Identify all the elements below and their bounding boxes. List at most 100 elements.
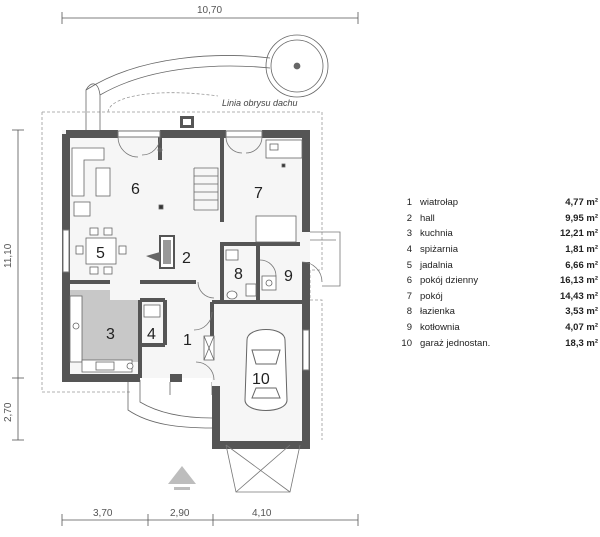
legend-room-number: 3 xyxy=(406,228,412,240)
dim-left-bottom: 2,70 xyxy=(3,402,14,422)
legend-room-area: 4,07 m² xyxy=(536,322,598,333)
room-number-5: 5 xyxy=(96,245,105,262)
legend-room-area: 3,53 m² xyxy=(536,306,598,317)
legend-area-unit: m² xyxy=(583,306,598,318)
legend-row: 10 garaż jednostan. 18,3 m² xyxy=(400,335,598,351)
legend-row: 7 pokój 14,43 m² xyxy=(400,289,598,305)
legend-room-number: 5 xyxy=(406,259,412,271)
legend-row: 1 wiatrołap 4,77 m² xyxy=(400,195,598,211)
legend-room-name: pokój dzienny xyxy=(420,275,479,287)
legend-area-unit: m² xyxy=(583,290,598,302)
legend-area-unit: m² xyxy=(583,337,598,349)
fireplace xyxy=(146,235,175,269)
legend-row: 9 kotłownia 4,07 m² xyxy=(400,320,598,336)
room-number-1: 1 xyxy=(183,332,192,349)
legend-room-area: 12,21 m² xyxy=(536,228,598,239)
boiler xyxy=(261,275,277,291)
legend-room-area: 4,77 m² xyxy=(536,197,598,208)
legend-room-area: 14,43 m² xyxy=(536,291,598,302)
legend-room-number: 2 xyxy=(406,212,412,224)
dining-set xyxy=(75,227,127,275)
dim-bottom-2: 2,90 xyxy=(170,508,190,519)
legend-room-number: 6 xyxy=(406,275,412,287)
legend-area-value: 4,07 xyxy=(565,322,584,334)
legend-row: 5 jadalnia 6,66 m² xyxy=(400,257,598,273)
legend-area-unit: m² xyxy=(583,322,598,334)
legend-row: 3 kuchnia 12,21 m² xyxy=(400,226,598,242)
dim-bottom-1: 3,70 xyxy=(93,508,113,519)
room-legend: 1 wiatrołap 4,77 m² 2 hall 9,95 m² 3 kuchnia 12,… xyxy=(400,195,598,351)
legend-area-value: 1,81 xyxy=(565,244,584,256)
interior-walls xyxy=(66,134,306,378)
legend-area-value: 16,13 xyxy=(559,275,584,287)
terrace-top xyxy=(85,34,329,130)
legend-row: 6 pokój dzienny 16,13 m² xyxy=(400,273,598,289)
legend-room-name: łazienka xyxy=(420,306,455,318)
windows xyxy=(62,130,310,371)
door-swings xyxy=(117,136,323,381)
legend-area-value: 3,53 xyxy=(565,306,584,318)
legend-area-unit: m² xyxy=(583,244,598,256)
legend-room-area: 1,81 m² xyxy=(536,244,598,255)
car-icon xyxy=(244,329,288,411)
bottom-dimension xyxy=(61,514,359,526)
legend-area-unit: m² xyxy=(583,212,598,224)
legend-area-unit: m² xyxy=(583,259,598,271)
legend-room-name: spiżarnia xyxy=(420,244,459,256)
legend-room-number: 1 xyxy=(406,197,412,209)
legend-row: 2 hall 9,95 m² xyxy=(400,211,598,227)
left-dimension xyxy=(12,129,24,441)
legend-area-value: 12,21 xyxy=(559,228,584,240)
side-porch xyxy=(310,231,341,287)
legend-room-name: kotłownia xyxy=(420,322,460,334)
room-number-9: 9 xyxy=(284,268,293,285)
legend-room-number: 4 xyxy=(406,244,412,256)
legend-area-unit: m² xyxy=(583,197,598,209)
room-number-2: 2 xyxy=(182,250,191,267)
legend-area-value: 14,43 xyxy=(559,290,584,302)
chimney xyxy=(180,116,194,128)
legend-row: 4 spiżarnia 1,81 m² xyxy=(400,242,598,258)
legend-room-name: jadalnia xyxy=(420,259,453,271)
legend-room-number: 7 xyxy=(406,290,412,302)
legend-room-name: garaż jednostan. xyxy=(420,337,491,349)
room-numbers: 1 2 3 4 5 6 7 8 9 10 xyxy=(96,181,293,388)
garage-driveway xyxy=(225,444,301,493)
legend-area-value: 9,95 xyxy=(565,212,584,224)
pantry-details xyxy=(143,304,215,361)
legend-room-area: 9,95 m² xyxy=(536,213,598,224)
legend-room-number: 8 xyxy=(406,306,412,318)
legend-area-value: 4,77 xyxy=(565,197,584,209)
dim-bottom-3: 4,10 xyxy=(252,508,272,519)
legend-room-name: hall xyxy=(420,212,435,224)
legend-area-value: 6,66 xyxy=(565,259,584,271)
room-number-6: 6 xyxy=(131,181,140,198)
legend-room-area: 16,13 m² xyxy=(536,275,598,286)
sofa xyxy=(71,147,164,217)
dim-left-height: 11,10 xyxy=(3,243,14,268)
stairs xyxy=(193,167,219,211)
legend-room-number: 10 xyxy=(401,337,412,349)
room-number-3: 3 xyxy=(106,326,115,343)
entrance-marker xyxy=(168,466,196,490)
room-number-8: 8 xyxy=(234,266,243,283)
legend-area-value: 18,3 xyxy=(565,337,584,349)
legend-room-name: pokój xyxy=(420,290,443,302)
legend-room-area: 6,66 m² xyxy=(536,260,598,271)
legend-area-unit: m² xyxy=(583,275,598,287)
kitchen-counters xyxy=(69,295,134,373)
legend-row: 8 łazienka 3,53 m² xyxy=(400,304,598,320)
roof-outline-label: Linia obrysu dachu xyxy=(222,98,298,108)
room7-furniture xyxy=(255,139,303,243)
terrace-bottom xyxy=(127,380,213,429)
room-number-7: 7 xyxy=(254,185,263,202)
top-dimension xyxy=(61,12,359,24)
legend-area-unit: m² xyxy=(583,228,598,240)
bathroom-fixtures xyxy=(225,249,257,300)
legend-room-name: kuchnia xyxy=(420,228,453,240)
legend-room-name: wiatrołap xyxy=(420,197,459,209)
legend-room-number: 9 xyxy=(406,322,412,334)
dim-top-width: 10,70 xyxy=(197,5,222,16)
legend-room-area: 18,3 m² xyxy=(536,338,598,349)
